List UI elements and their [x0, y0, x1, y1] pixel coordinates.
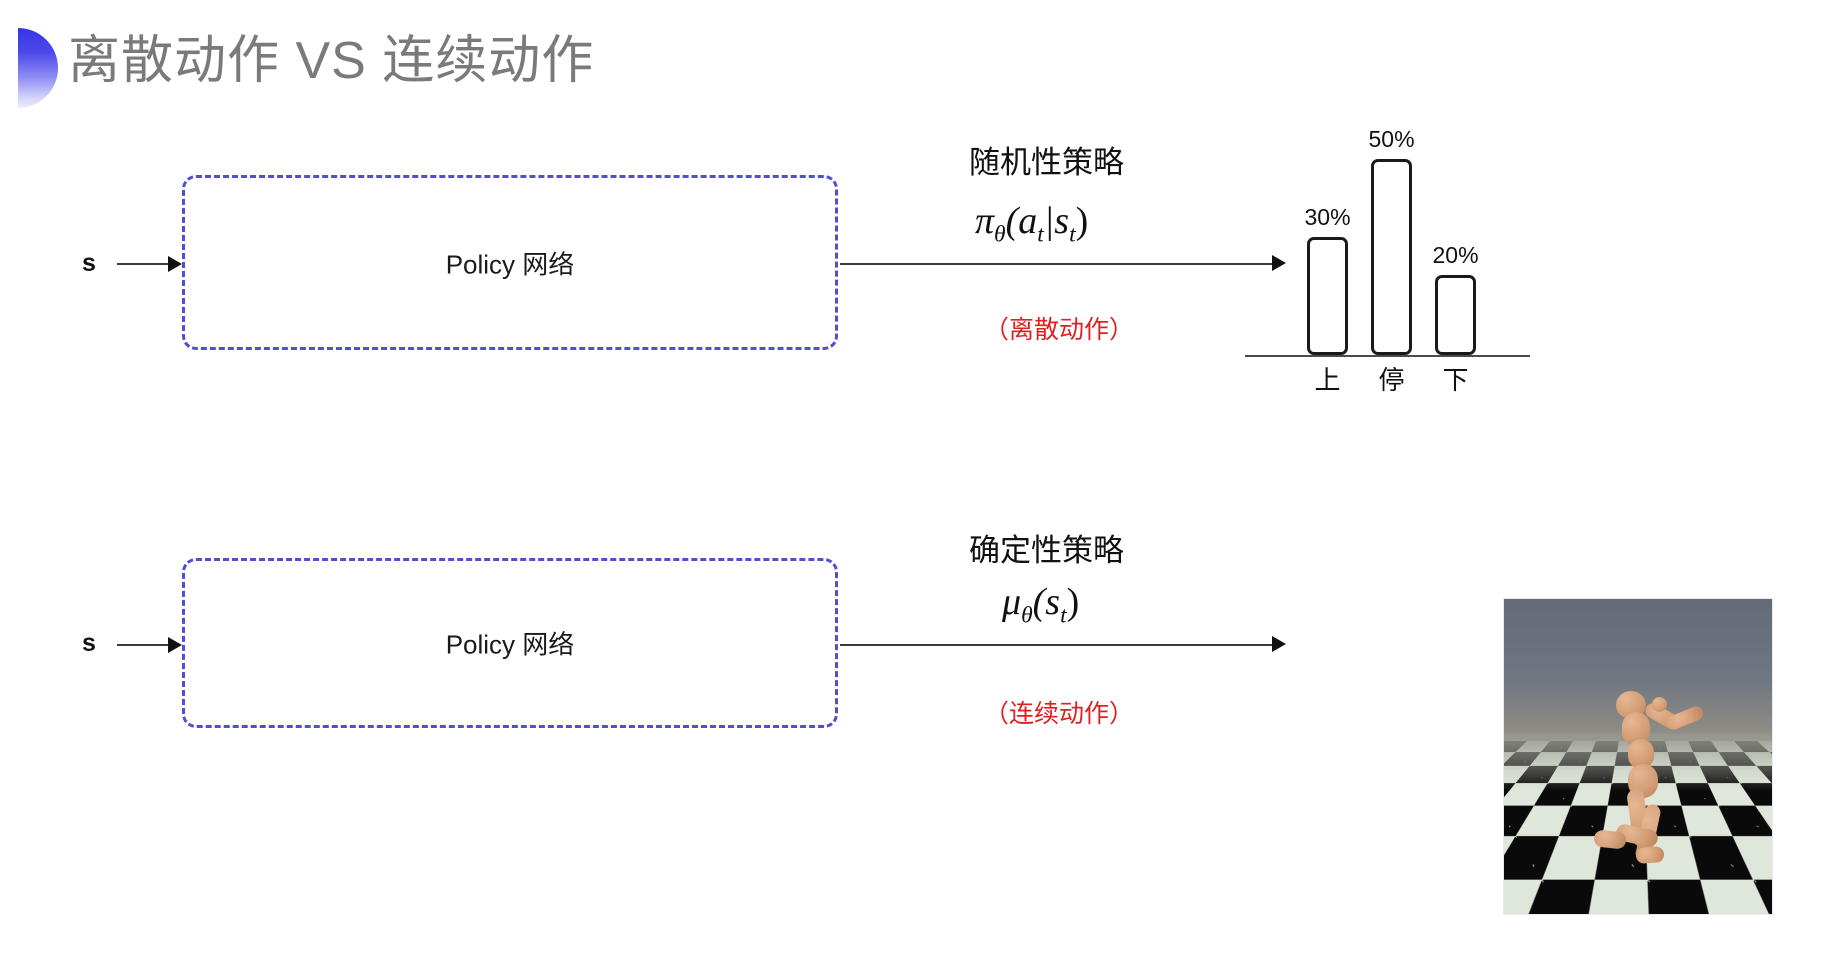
policy-network-box-discrete[interactable]: Policy 网络	[182, 175, 838, 350]
humanoid-foot-front	[1635, 846, 1665, 864]
humanoid-simulation-image	[1503, 598, 1773, 915]
page-title: 离散动作 VS 连续动作	[68, 32, 595, 90]
formula-theta-subscript: θ	[1021, 602, 1033, 629]
formula-t-subscript-action: t	[1037, 221, 1044, 248]
bar-value-label: 20%	[1432, 242, 1479, 268]
formula-close-paren: )	[1066, 581, 1080, 623]
arrow-state-to-policy-continuous	[117, 644, 175, 646]
chart-x-axis	[1245, 355, 1530, 357]
policy-network-box-continuous[interactable]: Policy 网络	[182, 558, 838, 728]
formula-t-subscript-state: t	[1069, 221, 1076, 248]
state-input-label-discrete: s	[82, 249, 96, 277]
chart-bars-group: 30% 50% 20%	[1304, 125, 1479, 355]
policy-type-label-discrete: 随机性策略	[969, 145, 1124, 180]
humanoid-hand-right	[1652, 697, 1667, 712]
bar-rect	[1371, 159, 1412, 355]
title-accent-shape	[18, 28, 58, 108]
arrow-policy-to-output-continuous	[840, 644, 1280, 646]
policy-type-label-continuous: 确定性策略	[969, 533, 1124, 568]
arrowhead-state-to-policy-continuous	[168, 637, 182, 653]
category-label: 下	[1442, 364, 1469, 395]
formula-close-paren: )	[1075, 200, 1089, 242]
formula-pi-symbol: π	[975, 200, 995, 242]
action-type-note-discrete: （离散动作）	[984, 316, 1135, 344]
bar-rect	[1307, 237, 1348, 355]
slide-bottom-edge	[0, 956, 1846, 966]
policy-formula-discrete: πθ(at|st)	[975, 199, 1088, 249]
formula-theta-subscript: θ	[994, 221, 1006, 248]
arrowhead-state-to-policy-discrete	[168, 256, 182, 272]
formula-open-paren-action: (a	[1005, 200, 1038, 242]
formula-t-subscript-state: t	[1060, 602, 1067, 629]
arrowhead-policy-to-output-continuous	[1272, 636, 1286, 652]
action-type-note-continuous: （连续动作）	[984, 700, 1135, 728]
bar-column[interactable]: 30%	[1304, 204, 1351, 355]
category-label: 上	[1314, 364, 1341, 395]
arrow-policy-to-output-discrete	[840, 263, 1280, 265]
bar-value-label: 50%	[1368, 126, 1415, 152]
bar-value-label: 30%	[1304, 204, 1351, 230]
bar-column[interactable]: 20%	[1432, 242, 1479, 355]
discrete-action-probability-chart: 30% 50% 20% 上 停 下	[1245, 95, 1535, 395]
chart-category-labels: 上 停 下	[1307, 359, 1476, 397]
policy-network-label-continuous: Policy 网络	[445, 629, 575, 660]
humanoid-foot	[1593, 829, 1627, 850]
policy-formula-continuous: μθ(st)	[1002, 580, 1079, 630]
bar-column[interactable]: 50%	[1368, 126, 1415, 355]
formula-conditional-bar-state: |s	[1043, 200, 1070, 242]
state-input-label-continuous: s	[82, 629, 96, 657]
arrowhead-policy-to-output-discrete	[1272, 255, 1286, 271]
policy-network-label-discrete: Policy 网络	[445, 249, 575, 279]
formula-mu-symbol: μ	[1002, 581, 1022, 623]
formula-open-paren-state: (s	[1032, 581, 1061, 623]
category-label: 停	[1378, 364, 1405, 395]
bar-rect	[1435, 275, 1476, 355]
arrow-state-to-policy-discrete	[117, 263, 175, 265]
